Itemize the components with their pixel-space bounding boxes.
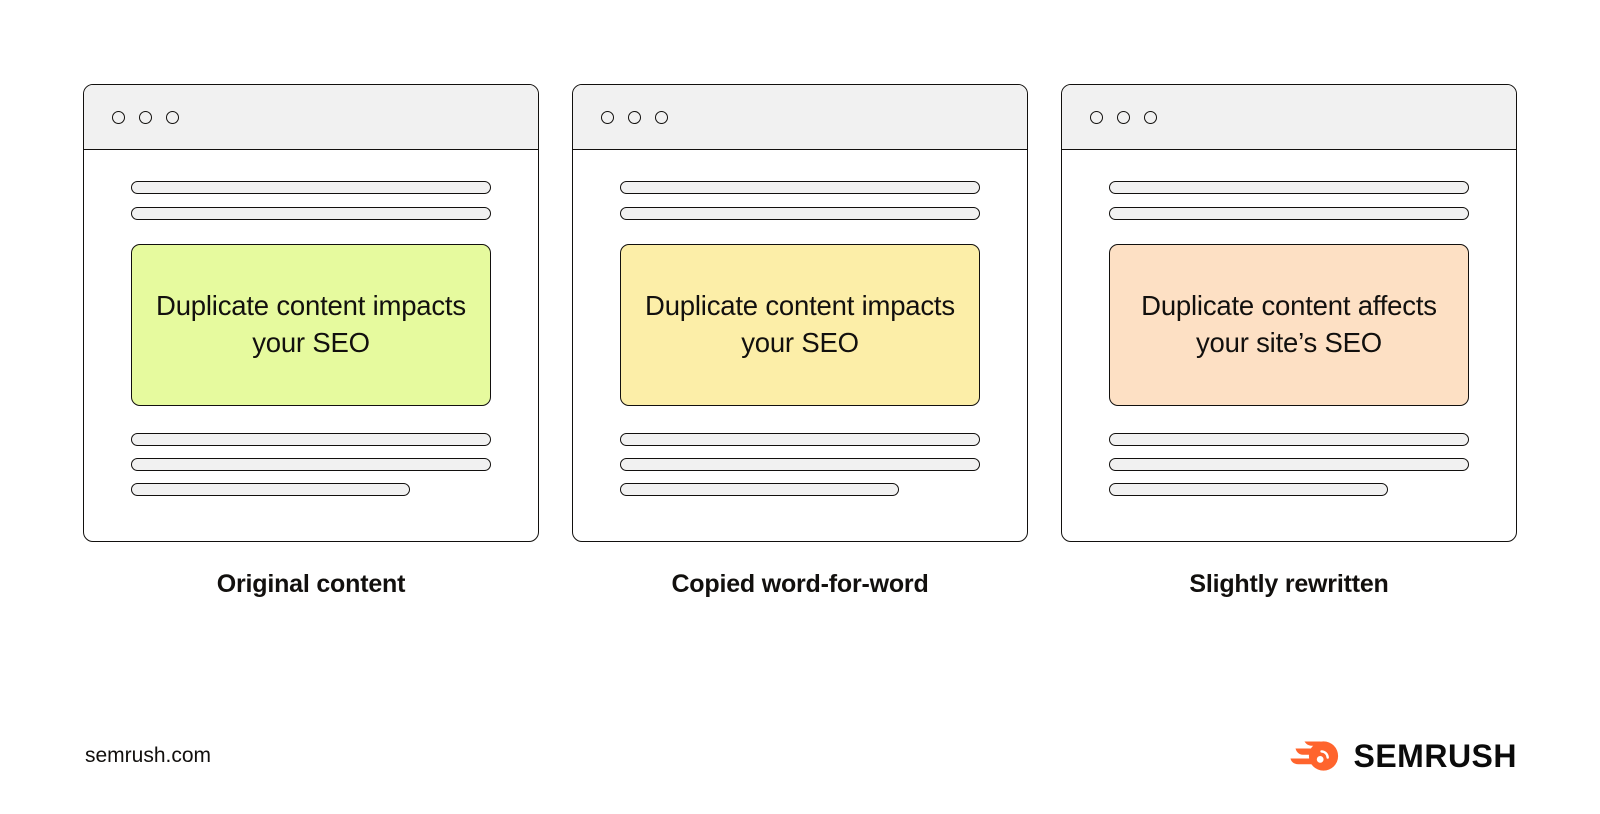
semrush-comet-icon [1290, 741, 1339, 771]
footer: semrush.com SEMRUSH [0, 726, 1600, 786]
text-placeholder-bar-short [620, 483, 899, 496]
highlight-message-text: Duplicate content affects your site’s SE… [1141, 290, 1437, 358]
text-placeholder-bar [131, 433, 491, 446]
text-placeholder-group-bottom [131, 433, 491, 496]
browser-titlebar [573, 85, 1027, 150]
caption-original: Original content [216, 570, 406, 598]
text-placeholder-group-top [620, 181, 980, 220]
caption-copied: Copied word-for-word [671, 570, 929, 598]
window-control-dot-close-icon[interactable] [601, 110, 614, 124]
window-control-dot-minimize-icon[interactable] [139, 110, 152, 124]
text-placeholder-bar [131, 181, 491, 194]
source-url: semrush.com [85, 744, 212, 767]
browser-card-copied: Duplicate content impacts your SEO [572, 84, 1028, 542]
text-placeholder-bar-short [131, 483, 410, 496]
text-placeholder-bar [620, 433, 980, 446]
window-control-dot-maximize-icon[interactable] [1144, 110, 1157, 124]
browser-content: Duplicate content impacts your SEO [84, 150, 538, 541]
text-placeholder-bar [620, 181, 980, 194]
window-control-dot-maximize-icon[interactable] [166, 110, 179, 124]
text-placeholder-bar [620, 458, 980, 471]
text-placeholder-bar [1109, 458, 1469, 471]
text-placeholder-bar-short [1109, 483, 1388, 496]
text-placeholder-bar [1109, 207, 1469, 220]
browser-content: Duplicate content impacts your SEO [573, 150, 1027, 541]
semrush-wordmark: SEMRUSH [1353, 737, 1517, 774]
window-control-dot-minimize-icon[interactable] [628, 110, 641, 124]
browser-card-original: Duplicate content impacts your SEO [83, 84, 539, 542]
highlight-message-text: Duplicate content impacts your SEO [156, 290, 466, 358]
text-placeholder-bar [1109, 433, 1469, 446]
highlight-message-box: Duplicate content affects your site’s SE… [1109, 244, 1469, 406]
window-control-dot-close-icon[interactable] [112, 110, 125, 124]
text-placeholder-group-top [131, 181, 491, 220]
text-placeholder-group-top [1109, 181, 1469, 220]
browser-cards-row: Duplicate content impacts your SEO [83, 84, 1517, 542]
browser-titlebar [1062, 85, 1516, 150]
text-placeholder-group-bottom [620, 433, 980, 496]
highlight-message-box: Duplicate content impacts your SEO [131, 244, 491, 406]
semrush-logo: SEMRUSH [1288, 738, 1517, 775]
text-placeholder-bar [131, 458, 491, 471]
browser-titlebar [84, 85, 538, 150]
browser-card-rewritten: Duplicate content affects your site’s SE… [1061, 84, 1517, 542]
highlight-message-box: Duplicate content impacts your SEO [620, 244, 980, 406]
window-control-dot-maximize-icon[interactable] [655, 110, 668, 124]
captions-row: Original content Copied word-for-word Sl… [83, 570, 1517, 599]
text-placeholder-group-bottom [1109, 433, 1469, 496]
window-control-dot-close-icon[interactable] [1090, 110, 1103, 124]
caption-rewritten: Slightly rewritten [1189, 570, 1389, 598]
window-control-dot-minimize-icon[interactable] [1117, 110, 1130, 124]
browser-content: Duplicate content affects your site’s SE… [1062, 150, 1516, 541]
text-placeholder-bar [1109, 181, 1469, 194]
text-placeholder-bar [131, 207, 491, 220]
text-placeholder-bar [620, 207, 980, 220]
highlight-message-text: Duplicate content impacts your SEO [645, 290, 955, 358]
